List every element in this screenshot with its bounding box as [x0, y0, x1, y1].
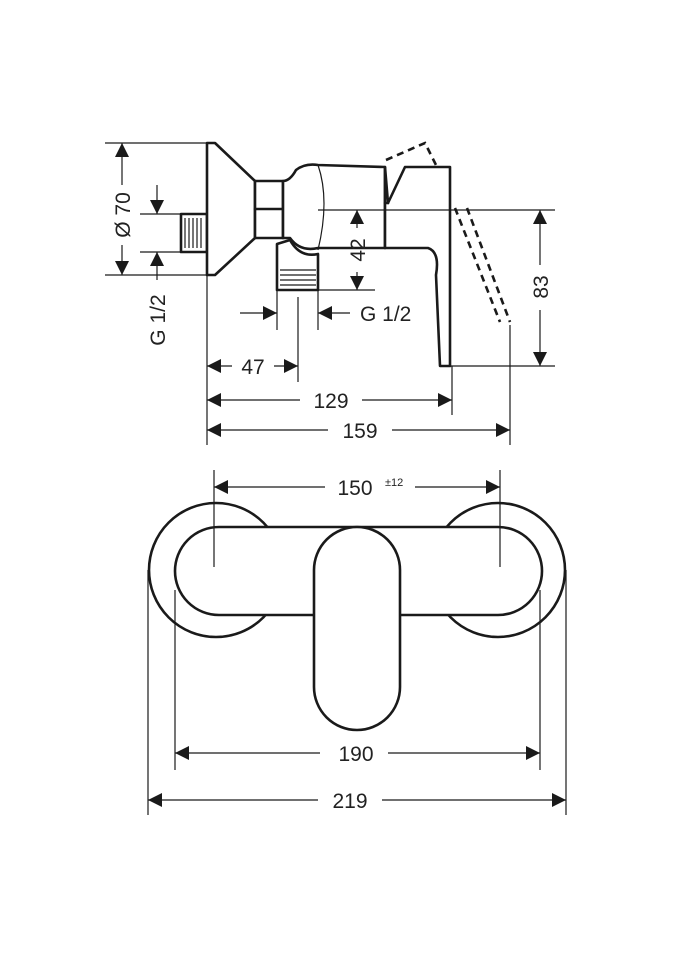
- inlet-thread: [179, 212, 209, 254]
- outlet-offset-label: 47: [241, 356, 264, 379]
- lever: [383, 165, 452, 368]
- centers-label: 150: [337, 477, 372, 500]
- inlet-thread-label: G 1/2: [147, 294, 170, 345]
- diameter-dimension-label: Ø 70: [112, 192, 135, 238]
- side-view: Ø 70 G 1/2 42 83 G 1/2 47: [105, 141, 555, 445]
- outlet-height-label: 42: [347, 238, 370, 261]
- centers-tolerance: ±12: [385, 477, 403, 489]
- mixer-body: [281, 163, 387, 251]
- body-width-label: 190: [338, 743, 373, 766]
- lever-outline: [312, 525, 402, 732]
- lever-open-depth-label: 159: [342, 420, 377, 443]
- lever-height-label: 83: [530, 275, 553, 298]
- overall-width-label: 219: [332, 790, 367, 813]
- outlet-thread-label: G 1/2: [360, 303, 411, 326]
- wall-flange: [205, 141, 257, 277]
- top-view: 150 ±12 190 219: [147, 470, 567, 815]
- outlet: [275, 238, 320, 292]
- lever-open-position: [385, 141, 438, 166]
- hex-nut: [253, 179, 285, 240]
- lever-depth-label: 129: [313, 390, 348, 413]
